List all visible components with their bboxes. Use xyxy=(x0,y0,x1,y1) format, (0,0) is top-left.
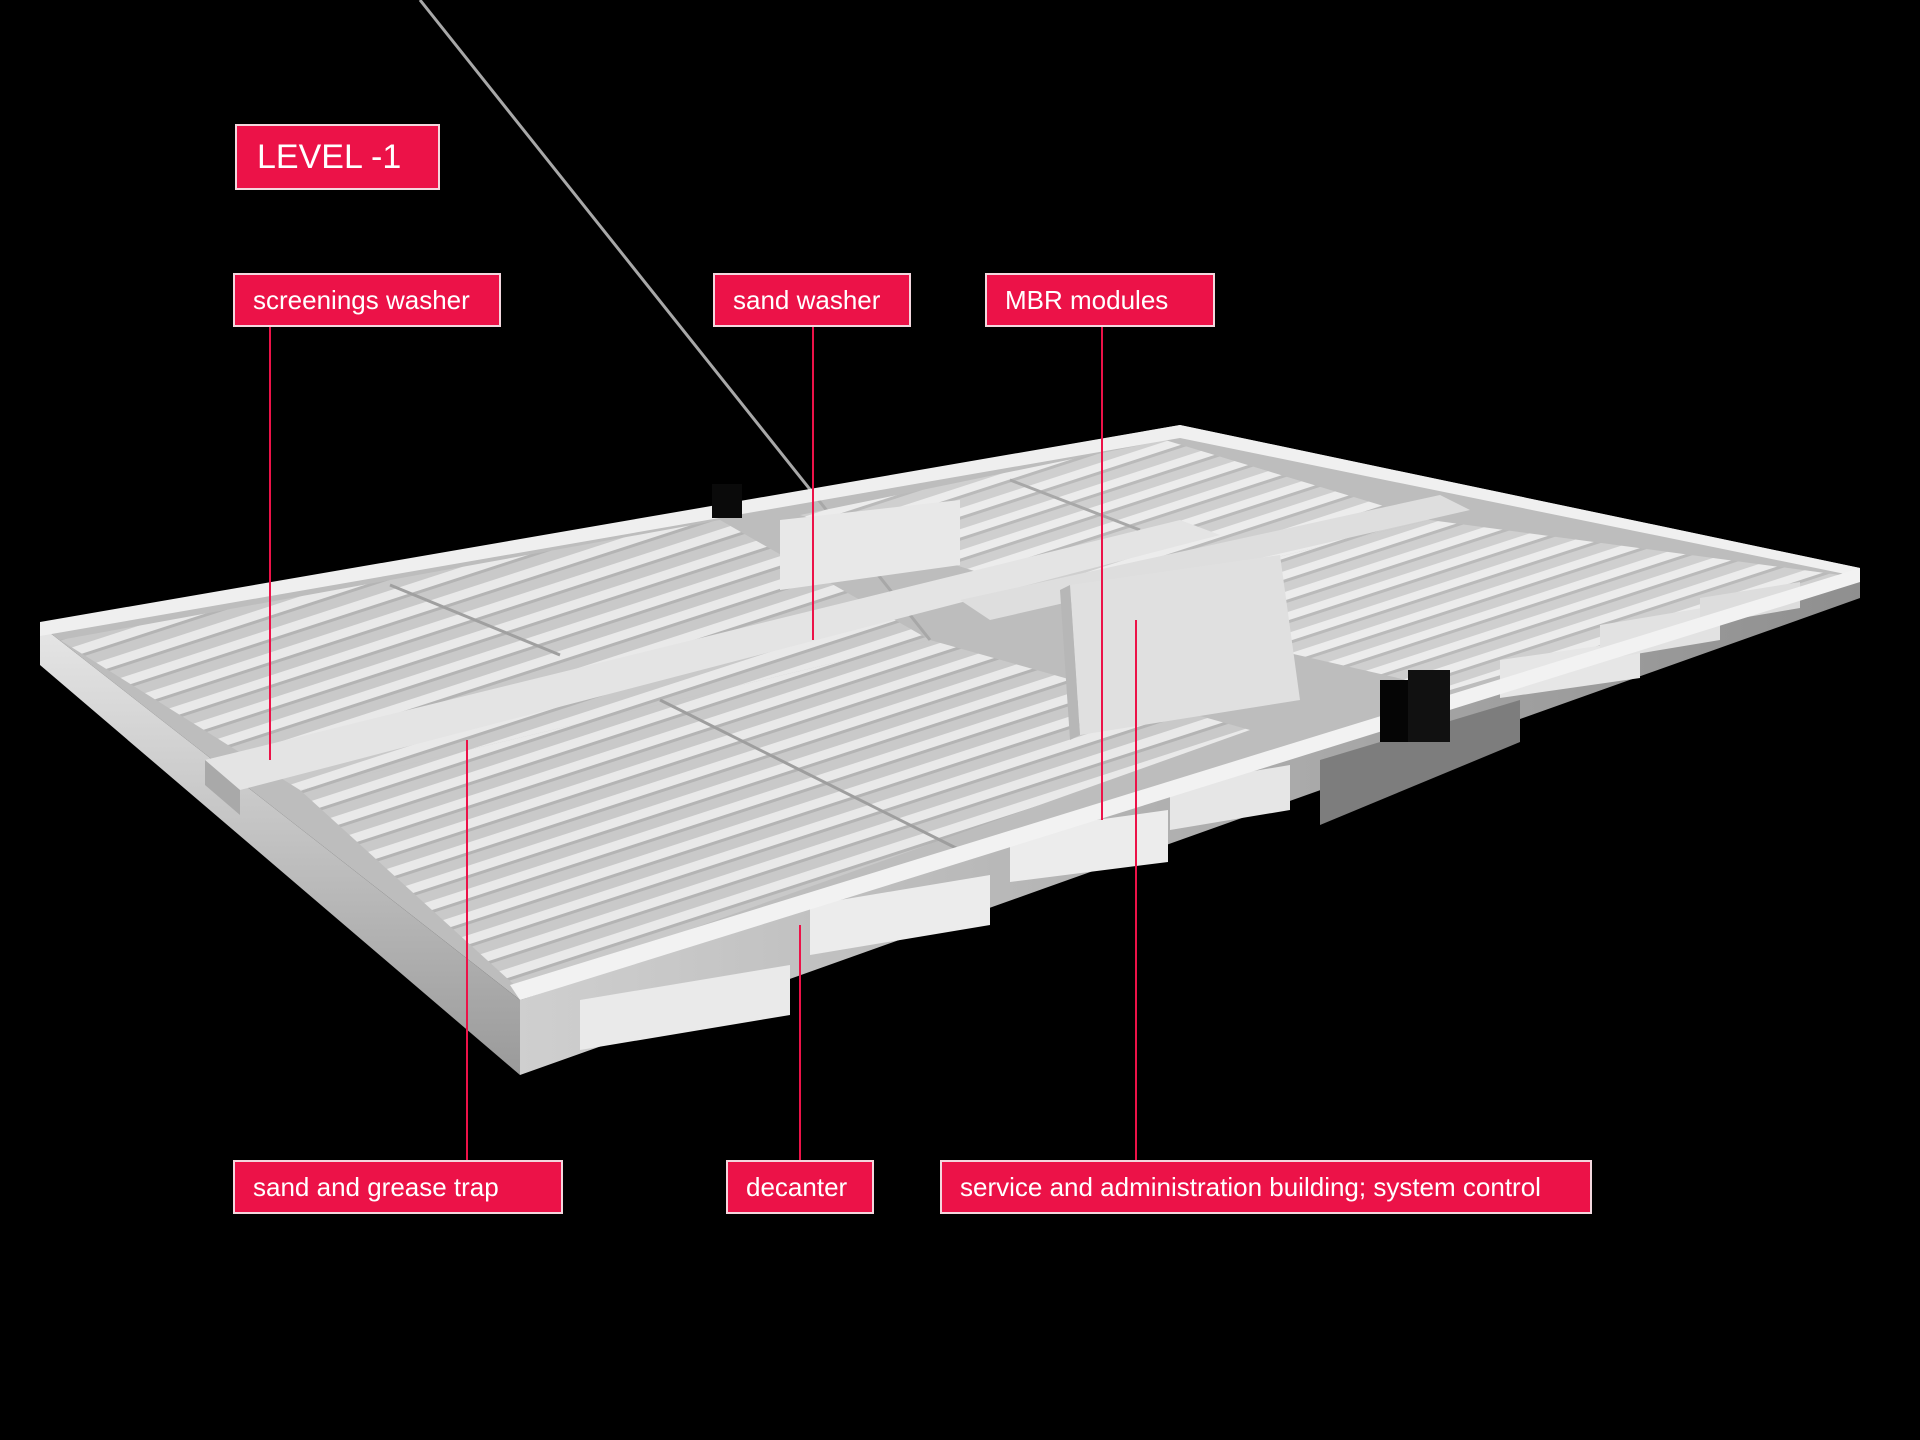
left-tank-field xyxy=(60,0,1250,990)
process-blocks xyxy=(580,500,1800,1050)
label-screenings-washer: screenings washer xyxy=(233,273,501,327)
label-sand-washer: sand washer xyxy=(713,273,911,327)
level-title: LEVEL -1 xyxy=(235,124,440,190)
label-mbr-modules: MBR modules xyxy=(985,273,1215,327)
label-service-building: service and administration building; sys… xyxy=(940,1160,1592,1214)
wall-edges xyxy=(40,425,1860,1000)
dark-towers xyxy=(712,484,1450,742)
leader-lines xyxy=(269,327,1137,1160)
label-decanter: decanter xyxy=(726,1160,874,1214)
label-sand-grease-trap: sand and grease trap xyxy=(233,1160,563,1214)
